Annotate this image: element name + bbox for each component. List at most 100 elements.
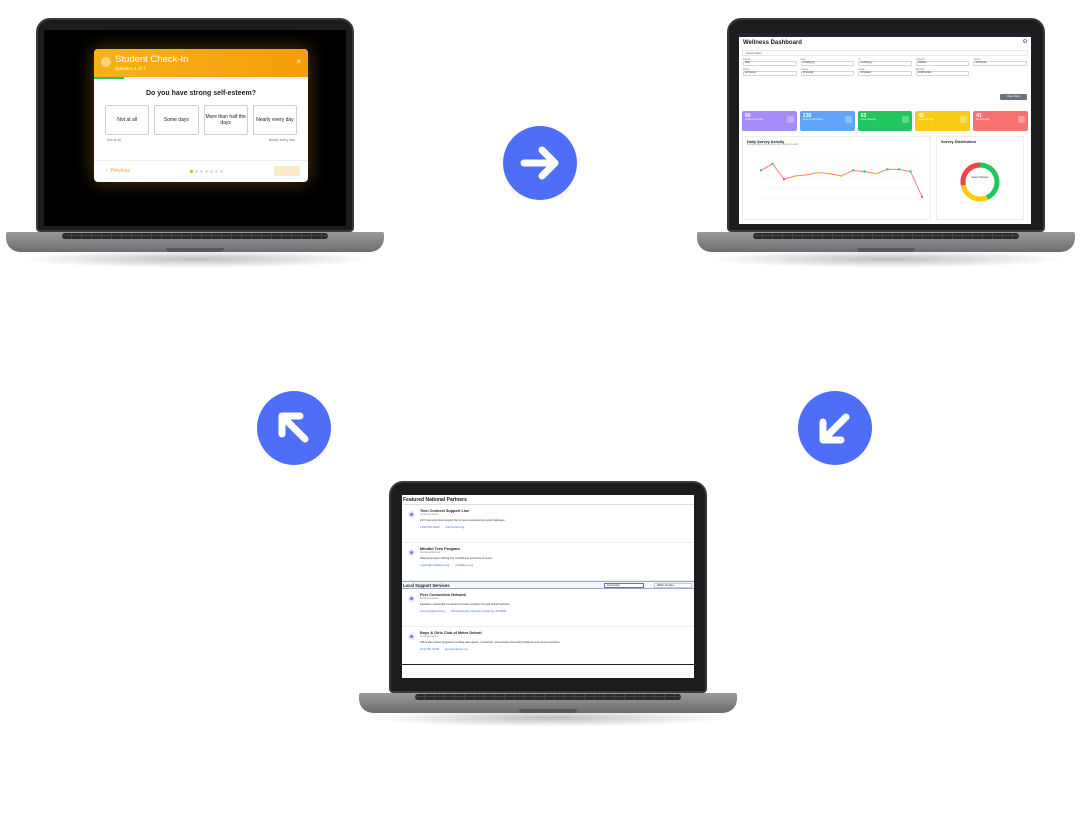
resource-card[interactable]: Boys & Girls Club of Metro Detroit Socia…	[402, 627, 694, 665]
data-point	[794, 174, 797, 177]
email-link[interactable]: connect@peernet.org	[420, 610, 445, 613]
data-point	[840, 174, 843, 177]
stat-value: 138	[802, 113, 812, 119]
next-button[interactable]	[274, 166, 300, 176]
checkin-progress-bar	[94, 77, 308, 79]
previous-button[interactable]: ‹ Previous	[106, 168, 130, 174]
filter-label: Gender	[800, 69, 809, 71]
data-point	[805, 173, 809, 176]
resource-name: Boys & Girls Club of Metro Detroit	[420, 631, 482, 635]
stat-icon	[1017, 116, 1025, 123]
filter-select[interactable]: Daily	[743, 61, 797, 66]
resource-card[interactable]: Mindful Teen Program Emotional Wellness …	[402, 543, 694, 581]
website-link[interactable]: teenconnect.org	[445, 526, 465, 529]
resource-desc: 24/7 chat and phone support line for tee…	[420, 519, 506, 522]
close-icon[interactable]: ×	[296, 57, 301, 66]
website-link[interactable]: mindfulteen.org	[455, 564, 474, 567]
category-select[interactable]: Connection	[604, 583, 644, 588]
settings-icon[interactable]	[1023, 39, 1027, 43]
stat-value: 63	[860, 113, 867, 119]
filter-label: School	[973, 59, 981, 61]
email-link[interactable]: support@mindfulteen.org	[420, 564, 450, 567]
stat-icon	[844, 116, 852, 123]
address-link[interactable]: 100 Community Center Dr, Royal City, WI …	[450, 610, 507, 613]
stat-value: 60	[745, 113, 751, 119]
people-icon	[408, 595, 415, 602]
filter-select[interactable]: Affective	[915, 61, 970, 66]
filter-select[interactable]: All Groups	[743, 71, 797, 76]
scale-right-label: Nearly every day	[268, 138, 295, 142]
distance-select[interactable]: Within 10 miles	[654, 583, 692, 588]
answer-options: Not at all Some days More than half the …	[94, 105, 308, 135]
resource-name: Mindful Teen Program	[420, 547, 460, 551]
phone-link[interactable]: (313) 555-CLUB	[420, 648, 439, 651]
option-not-at-all[interactable]: Not at all	[105, 105, 150, 135]
resource-type: Emotional Wellness	[420, 552, 441, 554]
stat-label: Surveys Completed	[802, 119, 823, 121]
option-half-days[interactable]: More than half the days	[203, 105, 248, 135]
featured-header: Featured National Partners	[403, 497, 694, 505]
resource-name: Peer Connection Network	[420, 593, 467, 597]
donut-center-label: Green Surveys	[971, 176, 989, 179]
filter-label: Category	[915, 59, 926, 61]
filter-select[interactable]: All Gender	[800, 71, 855, 76]
people-icon	[408, 549, 415, 556]
daily-survey-chart: Daily Survey Activity Average daily well…	[742, 136, 931, 220]
laptop-dashboard: Wellness Dashboard Search Filters Interv…	[697, 18, 1075, 268]
clear-filters-button[interactable]: Clear Filters	[1000, 94, 1027, 100]
filter-select[interactable]: mm/dd/yyyy	[858, 61, 912, 66]
filter-select[interactable]: All Schools	[973, 61, 1027, 66]
website-link[interactable]: bgcmetrodetroit.org	[444, 648, 468, 651]
filter-select[interactable]: All Grades	[858, 71, 912, 76]
data-point	[782, 178, 786, 181]
resource-card[interactable]: Teen Connect Support Line Social Connect…	[402, 505, 694, 543]
option-some-days[interactable]: Some days	[154, 105, 199, 135]
filter-label: Grade	[858, 69, 865, 71]
dashboard-topbar	[739, 33, 1031, 37]
data-point	[897, 168, 901, 171]
resource-type: Social Connection	[420, 514, 439, 516]
page-dot	[220, 170, 223, 173]
page-dots	[190, 170, 223, 173]
stat-value: 42	[918, 113, 924, 119]
filter-select[interactable]: All Ethnicities	[915, 71, 970, 76]
option-nearly-every-day[interactable]: Nearly every day	[252, 105, 297, 135]
stat-value: 41	[976, 113, 982, 119]
resource-card[interactable]: Peer Connection Network Social Connectio…	[402, 589, 694, 627]
page-dot	[210, 170, 213, 173]
resource-desc: Offers after-school programs providing s…	[420, 641, 561, 644]
line-chart-svg	[759, 154, 924, 200]
stat-icon	[902, 116, 910, 123]
filter-select[interactable]: mm/dd/yyyy	[800, 61, 855, 66]
page-dot	[205, 170, 208, 173]
phone-link[interactable]: 1-800-555-TEEN	[420, 526, 440, 529]
data-point	[886, 168, 889, 171]
donut-chart-svg	[960, 162, 1000, 202]
resource-desc: National program offering free mindfulne…	[420, 557, 493, 560]
checkin-title: Student Check-In	[115, 54, 189, 65]
search-filters-bar[interactable]: Search Filters	[742, 50, 1028, 56]
data-point	[909, 170, 912, 173]
pie-title: Survey Distribution	[941, 140, 977, 144]
people-icon	[408, 511, 415, 518]
question-text: Do you have strong self-esteem?	[145, 90, 257, 97]
data-point	[874, 172, 878, 175]
local-support-bar: Local Support Services Connection Within…	[402, 581, 694, 589]
page-dot	[190, 170, 193, 173]
resources-screen: Featured National Partners Teen Connect …	[402, 495, 694, 678]
